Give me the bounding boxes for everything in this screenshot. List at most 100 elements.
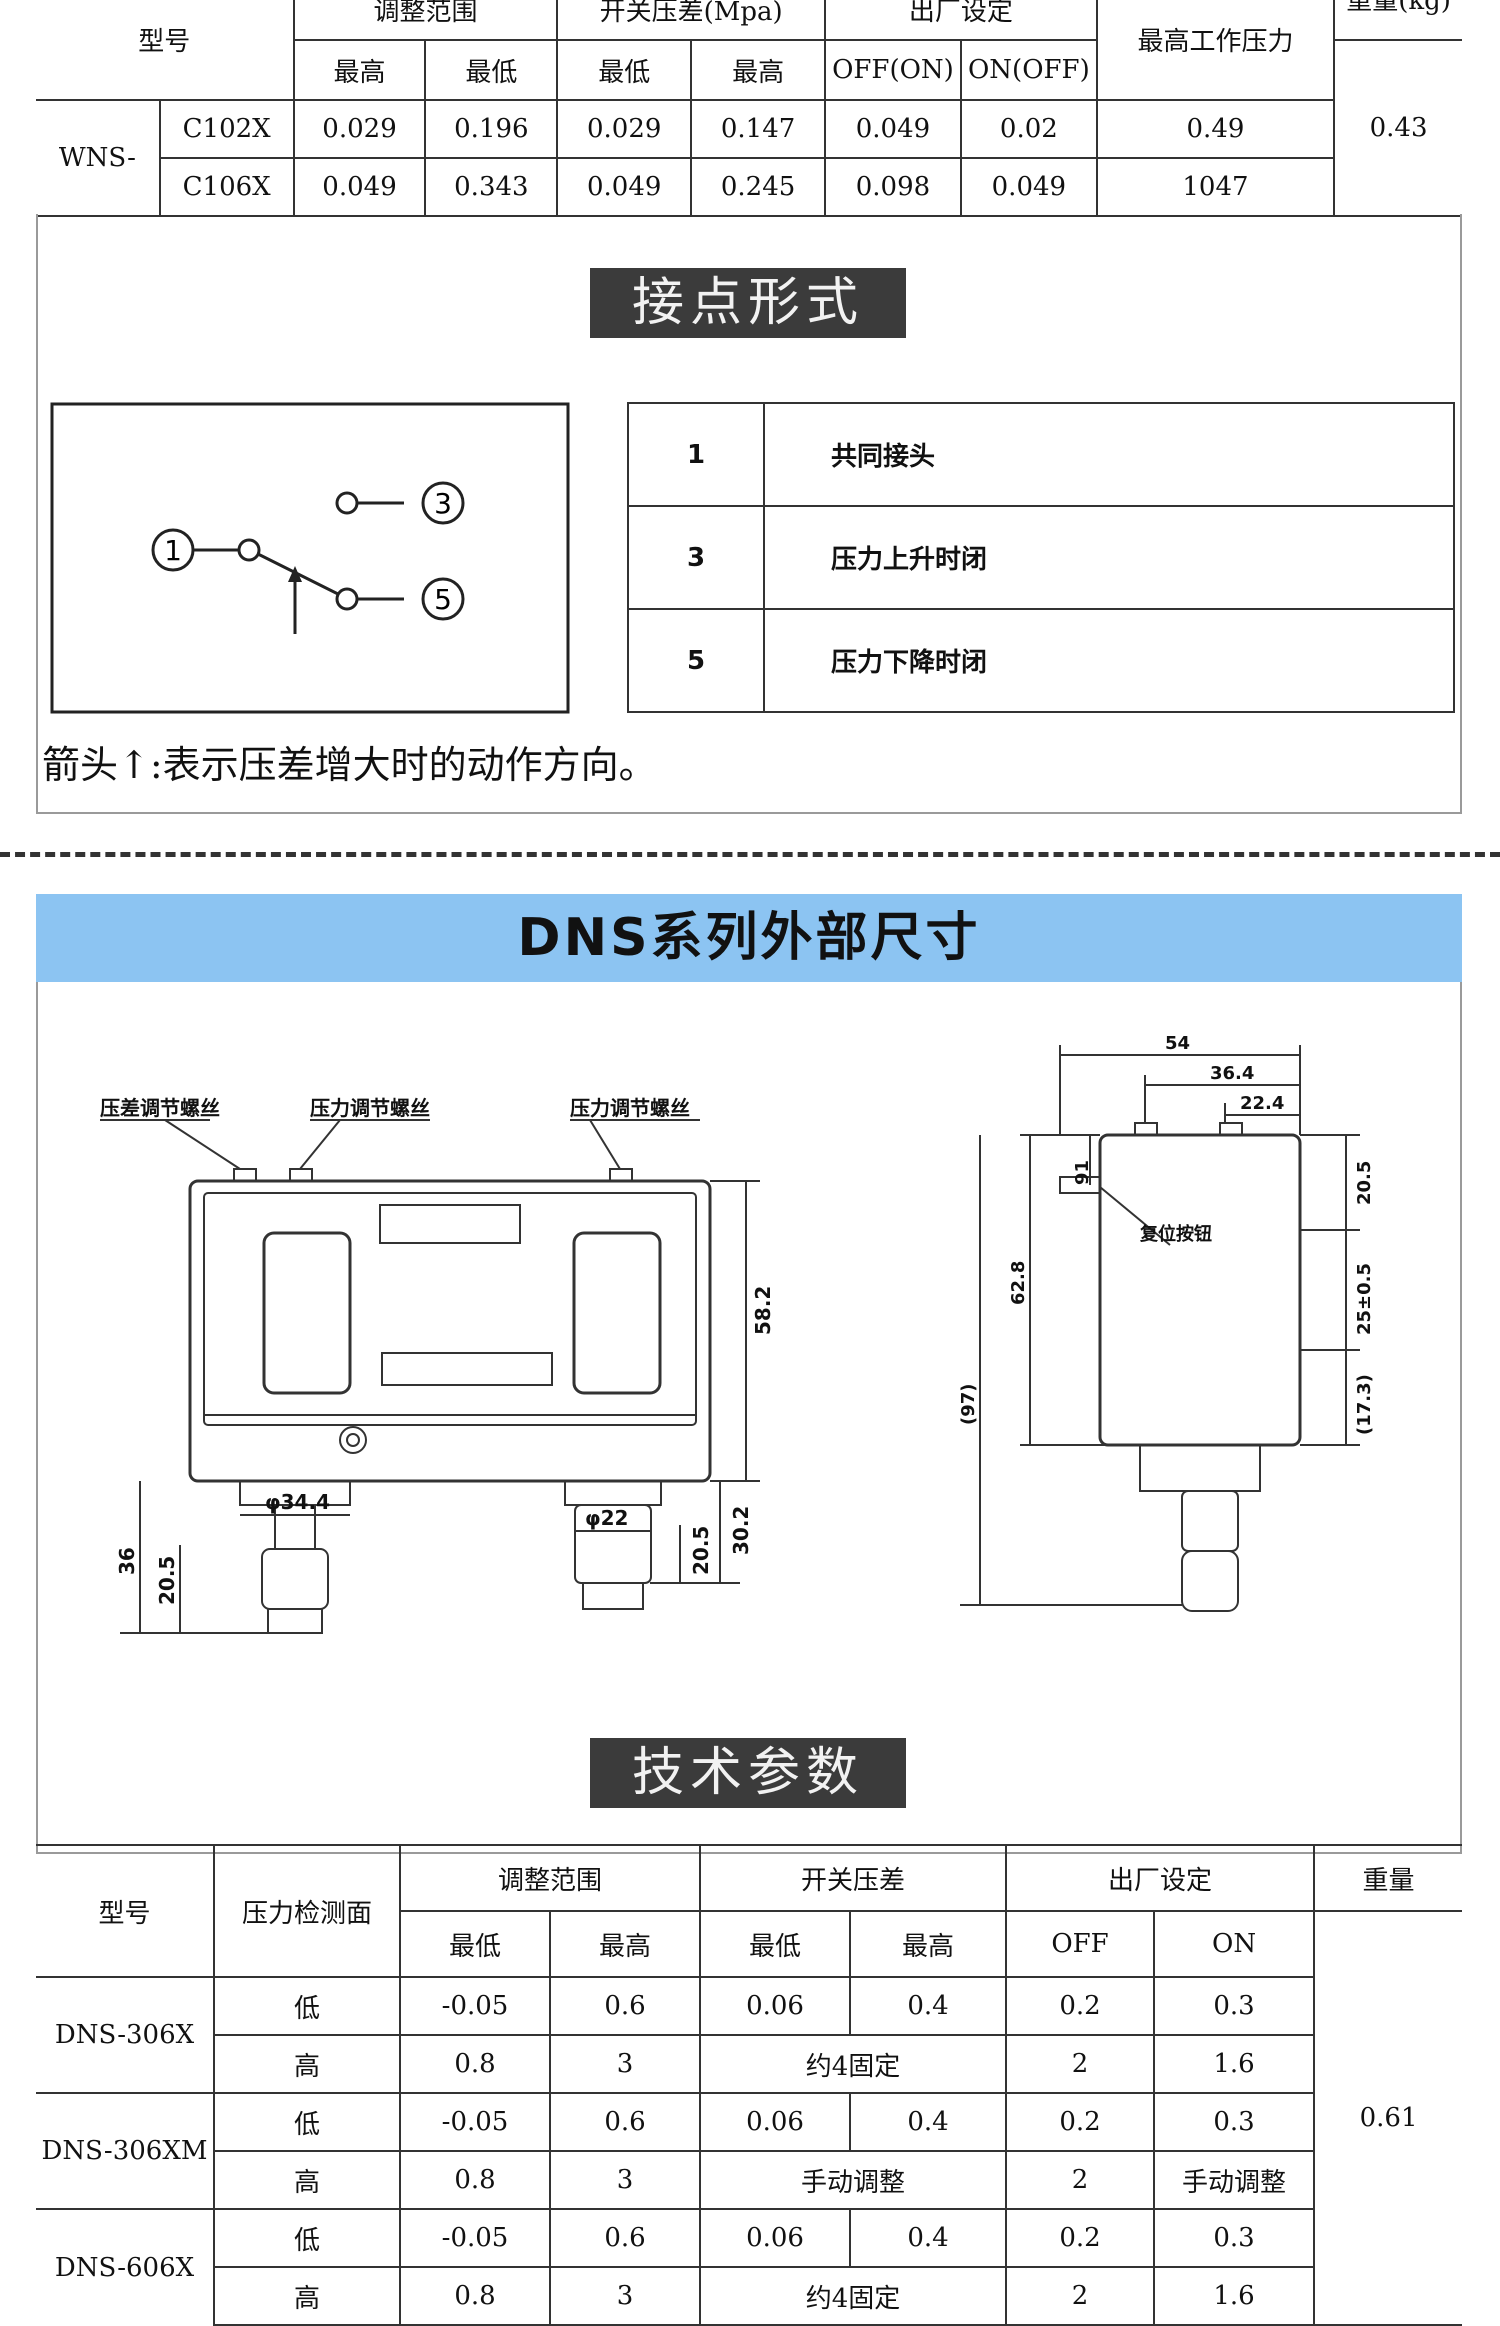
dim-phi22: φ22 bbox=[585, 1506, 628, 1530]
dim-label-reset-button: 复位按钮 bbox=[1139, 1223, 1212, 1245]
terminal-5-circle bbox=[421, 577, 465, 621]
dim-36-4: 36.4 bbox=[1210, 1063, 1254, 1084]
contact-diagram: 1 3 5 bbox=[50, 402, 570, 714]
tech-cell: 约4固定 bbox=[699, 2034, 1008, 2094]
tech-cell: -0.05 bbox=[399, 1976, 551, 2036]
contact-table: 1 共同接头 3 压力上升时闭 5 压力下降时闭 bbox=[627, 402, 1455, 713]
dim-label-pressure-screw-2: 压力调节螺丝 bbox=[570, 1096, 690, 1120]
contact-num: 3 bbox=[627, 505, 765, 610]
dim-97: (97) bbox=[958, 1383, 979, 1425]
tech-header-weight: 重量 bbox=[1313, 1844, 1463, 1912]
terminal-3-label: 3 bbox=[434, 487, 452, 520]
wns-cell: 0.343 bbox=[424, 157, 559, 217]
tech-cell: 0.2 bbox=[1005, 2092, 1156, 2152]
tech-cell: 3 bbox=[548, 2034, 702, 2094]
table-row: 5 压力下降时闭 bbox=[627, 608, 1455, 713]
tech-side: 高 bbox=[213, 2034, 401, 2094]
tech-sub-adj-low: 最低 bbox=[399, 1910, 551, 1978]
tech-sub-diff-low: 最低 bbox=[699, 1910, 852, 1978]
dim-20a: 20.5 bbox=[155, 1556, 179, 1605]
side-view-drawing: 54 36.4 22.4 91 62.8 (97) 20.5 25±0.5 (1… bbox=[958, 1033, 1375, 1612]
wns-sub-adjust-low: 最低 bbox=[424, 39, 559, 101]
dim-25: 25±0.5 bbox=[1354, 1263, 1375, 1335]
tech-cell: 0.6 bbox=[548, 1976, 702, 2036]
wns-cell: 0.049 bbox=[292, 157, 427, 217]
tech-cell: 手动调整 bbox=[699, 2150, 1008, 2210]
wns-cell: 0.049 bbox=[556, 157, 693, 217]
table-row: 高 0.8 3 手动调整 2 手动调整 bbox=[36, 2150, 1462, 2210]
tech-header-model: 型号 bbox=[36, 1844, 215, 1978]
tech-header-detect: 压力检测面 bbox=[213, 1844, 401, 1978]
table-row: C106X 0.049 0.343 0.049 0.245 0.098 0.04… bbox=[36, 157, 1462, 217]
dim-36: 36 bbox=[115, 1547, 139, 1575]
terminal-3-circle bbox=[421, 481, 465, 525]
table-row: WNS- C102X 0.029 0.196 0.029 0.147 0.049… bbox=[36, 99, 1462, 217]
terminal-1-label: 1 bbox=[164, 534, 182, 567]
dim-20b: 20.5 bbox=[689, 1526, 713, 1575]
tech-side: 低 bbox=[213, 2092, 401, 2152]
tech-cell: 0.4 bbox=[849, 2208, 1008, 2268]
tech-header-adjust-range: 调整范围 bbox=[398, 1844, 702, 1912]
arrow-note: 箭头↑:表示压差增大时的动作方向。 bbox=[42, 743, 657, 787]
dim-54: 54 bbox=[1165, 1033, 1190, 1054]
tech-cell: 0.06 bbox=[699, 2208, 852, 2268]
dim-30: 30.2 bbox=[729, 1506, 753, 1555]
tech-side: 高 bbox=[213, 2150, 401, 2210]
tech-cell: 0.6 bbox=[548, 2092, 702, 2152]
wns-header-factory-setting: 出厂设定 bbox=[824, 0, 1098, 41]
tech-cell: 1.6 bbox=[1153, 2266, 1316, 2326]
wns-cell: 1047 bbox=[1095, 157, 1336, 217]
wns-cell: 0.049 bbox=[959, 157, 1098, 217]
tech-side: 低 bbox=[213, 1976, 401, 2036]
wns-cell: 0.098 bbox=[824, 157, 962, 217]
tech-cell: 0.06 bbox=[699, 1976, 852, 2036]
dim-91: 91 bbox=[1072, 1160, 1093, 1185]
tech-cell: 手动调整 bbox=[1153, 2150, 1316, 2210]
tech-cell: 0.2 bbox=[1005, 1976, 1156, 2036]
tech-cell: 2 bbox=[1005, 2266, 1156, 2326]
wns-cell: 0.196 bbox=[424, 99, 559, 159]
wns-sub-adjust-high: 最高 bbox=[292, 39, 427, 101]
dns-banner: DNS系列外部尺寸 bbox=[36, 894, 1462, 982]
wns-series-prefix: WNS- bbox=[36, 99, 161, 217]
dim-phi34: φ34.4 bbox=[265, 1490, 330, 1514]
tech-cell: -0.05 bbox=[399, 2092, 551, 2152]
tech-cell: 0.2 bbox=[1005, 2208, 1156, 2268]
wns-weight-value: 0.43 bbox=[1333, 39, 1462, 217]
tech-model: DNS-606X bbox=[36, 2208, 215, 2325]
tech-sub-off: OFF bbox=[1005, 1910, 1156, 1978]
dim-17-3: (17.3) bbox=[1354, 1374, 1375, 1435]
wns-cell: 0.147 bbox=[690, 99, 827, 159]
contact-num: 1 bbox=[627, 402, 765, 507]
tech-cell: 0.3 bbox=[1153, 1976, 1316, 2036]
wns-cell: 0.245 bbox=[690, 157, 827, 217]
wns-header-adjust-range: 调整范围 bbox=[292, 0, 559, 41]
tech-cell: 0.3 bbox=[1153, 2092, 1316, 2152]
tech-model: DNS-306X bbox=[36, 1976, 215, 2094]
wns-cell: 0.49 bbox=[1095, 99, 1336, 159]
tech-cell: 2 bbox=[1005, 2034, 1156, 2094]
wns-cell: 0.029 bbox=[556, 99, 693, 159]
dim-label-pressure-screw-1: 压力调节螺丝 bbox=[310, 1096, 430, 1120]
dim-20-5: 20.5 bbox=[1354, 1161, 1375, 1205]
tech-header-switch-diff: 开关压差 bbox=[699, 1844, 1008, 1912]
contact-desc: 压力上升时闭 bbox=[763, 505, 1455, 610]
wns-header-max-pressure: 最高工作压力 bbox=[1095, 0, 1336, 101]
front-view-drawing: 压差调节螺丝 压力调节螺丝 压力调节螺丝 58.2 36 20.5 φ34.4 … bbox=[100, 1096, 775, 1634]
tech-sub-diff-high: 最高 bbox=[849, 1910, 1008, 1978]
tech-cell: 1.6 bbox=[1153, 2034, 1316, 2094]
table-row: DNS-306XM 低 -0.05 0.6 0.06 0.4 0.2 0.3 bbox=[36, 2092, 1462, 2210]
tech-cell: 0.4 bbox=[849, 2092, 1008, 2152]
contact-desc: 共同接头 bbox=[763, 402, 1455, 507]
table-row: 1 共同接头 bbox=[627, 402, 1455, 507]
wns-cell: 0.049 bbox=[824, 99, 962, 159]
section-divider bbox=[0, 852, 1500, 857]
table-row: 3 压力上升时闭 bbox=[627, 505, 1455, 610]
tech-cell: 0.4 bbox=[849, 1976, 1008, 2036]
contact-num: 5 bbox=[627, 608, 765, 713]
tech-weight-value: 0.61 bbox=[1313, 1910, 1463, 2326]
table-row: DNS-306X 低 -0.05 0.6 0.06 0.4 0.2 0.3 bbox=[36, 1976, 1462, 2094]
wns-model: C106X bbox=[158, 157, 295, 217]
tech-model: DNS-306XM bbox=[36, 2092, 215, 2210]
wns-sub-diff-high: 最高 bbox=[690, 39, 827, 101]
